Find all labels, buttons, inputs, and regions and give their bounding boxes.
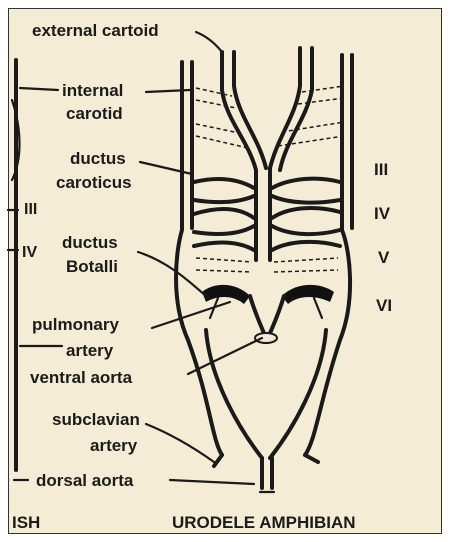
leader-ductus-botalli bbox=[138, 252, 206, 296]
label-internal-carotid-line2: carotid bbox=[66, 104, 123, 123]
internal-carotid-dash-l2 bbox=[196, 100, 236, 108]
ductus-botalli-left bbox=[202, 285, 250, 304]
label-pulmonary-artery-line1: pulmonary bbox=[32, 315, 119, 334]
leader-dorsal-aorta bbox=[170, 480, 254, 484]
pulmonary-branch-right bbox=[314, 298, 322, 318]
arch-iii-right-bottom bbox=[272, 196, 340, 203]
label-ductus-botalli-line1: ductus bbox=[62, 233, 118, 252]
arch-v-left-dash1 bbox=[196, 258, 252, 262]
label-fish-arch-iv: IV bbox=[22, 244, 37, 261]
caption-fish: ISH bbox=[12, 513, 40, 532]
label-subclavian-line2: artery bbox=[90, 436, 138, 455]
leader-external-carotid bbox=[196, 32, 222, 52]
arch-iv-right-top bbox=[272, 208, 340, 218]
leader-pulmonary-artery bbox=[152, 302, 230, 328]
arch-iii-left-top bbox=[194, 179, 254, 188]
labels: external cartoid internal carotid ductus… bbox=[12, 21, 392, 532]
label-external-carotid: external cartoid bbox=[32, 21, 159, 40]
arch-iv-left-bottom bbox=[194, 226, 254, 234]
subclavian-left bbox=[214, 455, 222, 466]
leader-ventral-aorta bbox=[188, 338, 262, 374]
subclavian-right bbox=[305, 455, 318, 462]
caption-urodele-amphibian: URODELE AMPHIBIAN bbox=[172, 513, 356, 532]
internal-carotid-dash-r2 bbox=[298, 98, 344, 104]
arch-iii-left-bottom bbox=[194, 196, 254, 202]
label-subclavian-line1: subclavian bbox=[52, 410, 140, 429]
arch-v-right-dash1 bbox=[274, 258, 338, 262]
label-fish-arch-iii: III bbox=[24, 201, 37, 218]
dorsal-aorta-right-loop bbox=[270, 330, 326, 458]
arch-v-right-top bbox=[272, 242, 340, 250]
arch-v-left-dash2 bbox=[196, 270, 252, 272]
ventral-aorta-left bbox=[250, 296, 266, 338]
fish-diagram bbox=[8, 60, 20, 470]
label-arch-v: V bbox=[378, 248, 390, 267]
arch-iii-right-top bbox=[272, 179, 340, 188]
label-ductus-caroticus-line1: ductus bbox=[70, 149, 126, 168]
internal-carotid-dash-r1 bbox=[302, 86, 344, 92]
label-arch-iii: III bbox=[374, 160, 388, 179]
label-arch-vi: VI bbox=[376, 296, 392, 315]
label-ductus-caroticus-line2: caroticus bbox=[56, 173, 132, 192]
internal-carotid-dash-l1 bbox=[196, 88, 232, 96]
label-pulmonary-artery-line2: artery bbox=[66, 341, 114, 360]
label-dorsal-aorta: dorsal aorta bbox=[36, 471, 134, 490]
right-outer-vessel bbox=[305, 55, 350, 455]
ductus-caroticus-dash-r2 bbox=[278, 136, 344, 146]
arch-iv-right-bottom bbox=[272, 226, 340, 234]
leader-subclavian bbox=[146, 424, 214, 462]
label-ventral-aorta: ventral aorta bbox=[30, 368, 133, 387]
leader-internal-carotid-left bbox=[20, 88, 58, 90]
label-internal-carotid-line1: internal bbox=[62, 81, 123, 100]
ductus-botalli-right bbox=[282, 285, 334, 304]
urodele-diagram bbox=[176, 48, 352, 492]
label-ductus-botalli-line2: Botalli bbox=[66, 257, 118, 276]
ventral-aorta-right bbox=[268, 296, 284, 338]
label-arch-iv: IV bbox=[374, 204, 391, 223]
leader-ductus-caroticus bbox=[140, 162, 192, 174]
arch-v-right-dash2 bbox=[274, 270, 338, 272]
ductus-caroticus-dash-r1 bbox=[282, 122, 344, 132]
arch-iv-left-top bbox=[194, 209, 254, 218]
arch-v-left-top bbox=[194, 243, 254, 250]
ventral-aorta-base bbox=[255, 333, 277, 343]
